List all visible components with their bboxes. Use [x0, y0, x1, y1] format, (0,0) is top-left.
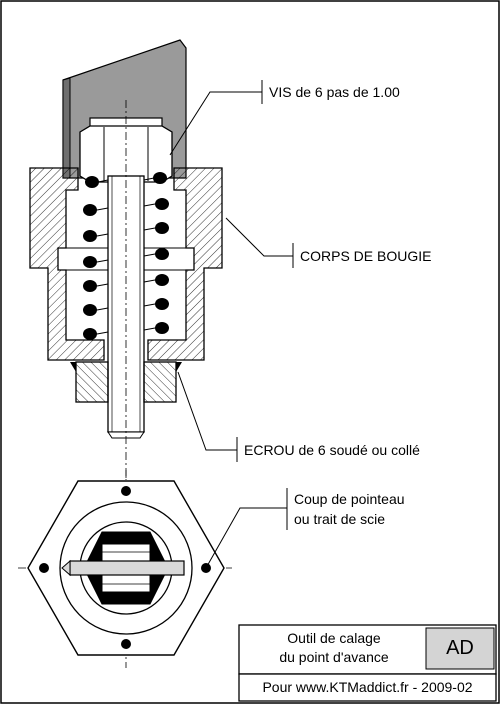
punch-mark-left [39, 563, 49, 573]
callout-mark-label-line1: Coup de pointeau [294, 491, 405, 507]
outer-circle [59, 501, 193, 635]
nut-left [75, 361, 109, 403]
leader-lines [169, 80, 294, 569]
handle-plate-edge [62, 77, 71, 179]
title-line-2: du point d'avance [279, 649, 389, 665]
end-view [18, 470, 232, 668]
callout-mark-label-line2: ou trait de scie [294, 511, 386, 527]
footer-credit: Pour www.KTMaddict.fr - 2009-02 [262, 679, 473, 695]
section-view [29, 39, 223, 480]
nut-right [143, 361, 177, 403]
saw-slot [69, 560, 185, 576]
callout-screw-label: VIS de 6 pas de 1.00 [269, 84, 400, 100]
title-block [238, 624, 497, 702]
spring-coils-right [153, 172, 169, 334]
title-line-1: Outil de calage [287, 630, 381, 646]
spring-coils-left [83, 176, 99, 340]
punch-mark-bottom [121, 639, 131, 649]
punch-mark-top [121, 486, 131, 496]
callout-body-label: CORPS DE BOUGIE [300, 248, 432, 264]
drawing-code: AD [446, 637, 474, 659]
callout-nut-label: ECROU de 6 soudé ou collé [244, 442, 420, 458]
